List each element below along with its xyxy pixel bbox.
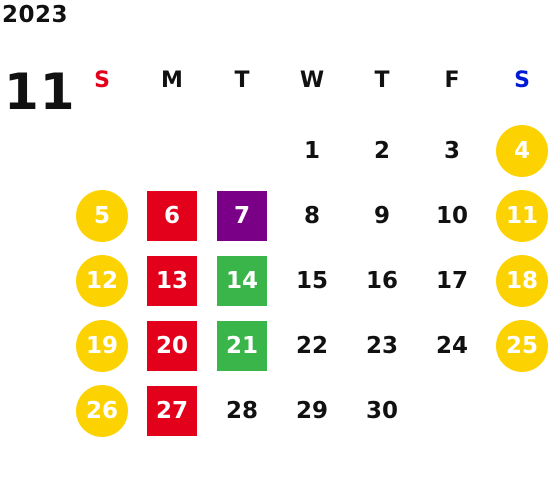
day-cell-4[interactable]: 4 [492, 123, 548, 179]
day-number: 20 [147, 321, 197, 371]
day-cell-14[interactable]: 14 [212, 253, 272, 309]
day-cell-28[interactable]: 28 [212, 383, 272, 439]
day-cell-2[interactable]: 2 [352, 123, 412, 179]
day-number: 12 [76, 255, 128, 307]
weekday-monday: M [161, 68, 183, 93]
day-number: 27 [147, 386, 197, 436]
day-cell-27[interactable]: 27 [142, 383, 202, 439]
day-cell-24[interactable]: 24 [422, 318, 482, 374]
day-number: 30 [365, 398, 398, 424]
day-cell-1[interactable]: 1 [282, 123, 342, 179]
day-cell-8[interactable]: 8 [282, 188, 342, 244]
weekday-friday: F [444, 68, 460, 93]
day-number: 1 [303, 138, 320, 164]
day-cell-29[interactable]: 29 [282, 383, 342, 439]
day-number: 5 [76, 190, 128, 242]
weekday-sunday: S [94, 68, 110, 93]
day-number: 11 [496, 190, 548, 242]
day-cell-19[interactable]: 19 [72, 318, 132, 374]
weekday-saturday: S [514, 68, 530, 93]
day-number: 19 [76, 320, 128, 372]
day-number: 21 [217, 321, 267, 371]
day-number: 17 [435, 268, 468, 294]
day-cell-5[interactable]: 5 [72, 188, 132, 244]
day-cell-25[interactable]: 25 [492, 318, 548, 374]
day-cell-22[interactable]: 22 [282, 318, 342, 374]
day-cell-21[interactable]: 21 [212, 318, 272, 374]
day-cell-18[interactable]: 18 [492, 253, 548, 309]
day-number: 18 [496, 255, 548, 307]
day-number: 23 [365, 333, 398, 359]
day-cell-10[interactable]: 10 [422, 188, 482, 244]
day-number: 9 [373, 203, 390, 229]
day-number: 8 [303, 203, 320, 229]
calendar-year: 2023 [2, 2, 69, 28]
day-number: 29 [295, 398, 328, 424]
day-number: 14 [217, 256, 267, 306]
day-number: 25 [496, 320, 548, 372]
day-cell-6[interactable]: 6 [142, 188, 202, 244]
day-cell-7[interactable]: 7 [212, 188, 272, 244]
day-number: 16 [365, 268, 398, 294]
day-cell-3[interactable]: 3 [422, 123, 482, 179]
day-number: 4 [496, 125, 548, 177]
weekday-tuesday: T [234, 68, 250, 93]
day-number: 7 [217, 191, 267, 241]
day-cell-12[interactable]: 12 [72, 253, 132, 309]
day-cell-9[interactable]: 9 [352, 188, 412, 244]
weekday-thursday: T [374, 68, 390, 93]
day-cell-13[interactable]: 13 [142, 253, 202, 309]
day-number: 28 [225, 398, 258, 424]
day-number: 10 [435, 203, 468, 229]
weekday-wednesday: W [299, 68, 325, 93]
day-cell-23[interactable]: 23 [352, 318, 412, 374]
day-cell-16[interactable]: 16 [352, 253, 412, 309]
day-number: 13 [147, 256, 197, 306]
day-cell-17[interactable]: 17 [422, 253, 482, 309]
day-cell-15[interactable]: 15 [282, 253, 342, 309]
calendar-month: 11 [4, 63, 76, 121]
day-number: 15 [295, 268, 328, 294]
day-number: 2 [373, 138, 390, 164]
day-cell-26[interactable]: 26 [72, 383, 132, 439]
day-number: 26 [76, 385, 128, 437]
day-number: 24 [435, 333, 468, 359]
day-cell-20[interactable]: 20 [142, 318, 202, 374]
day-number: 3 [443, 138, 460, 164]
day-cell-30[interactable]: 30 [352, 383, 412, 439]
day-number: 22 [295, 333, 328, 359]
day-cell-11[interactable]: 11 [492, 188, 548, 244]
day-number: 6 [147, 191, 197, 241]
